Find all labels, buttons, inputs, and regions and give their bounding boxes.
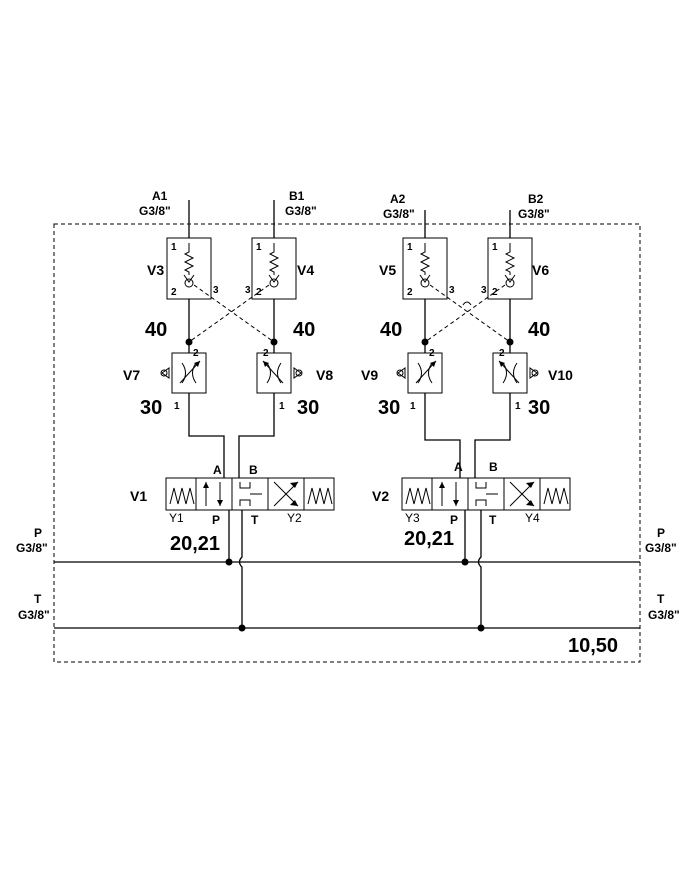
solenoid-y3: Y3 xyxy=(405,511,420,525)
valve-v5-label: V5 xyxy=(379,262,396,278)
port-t-right-thread: G3/8" xyxy=(648,608,680,622)
valve-v3-label: V3 xyxy=(147,262,164,278)
port-b2-label: B2 xyxy=(528,192,544,206)
svg-text:T: T xyxy=(251,513,259,527)
port-b1-label: B1 xyxy=(289,189,305,203)
valve-v10-label: V10 xyxy=(548,367,573,383)
port-t-left-label: T xyxy=(34,592,42,606)
port-a2-label: A2 xyxy=(390,192,406,206)
code-40-right-2: 40 xyxy=(528,319,550,341)
solenoid-y2: Y2 xyxy=(287,511,302,525)
valve-v1-label: V1 xyxy=(130,488,147,504)
svg-text:1: 1 xyxy=(279,401,285,412)
svg-text:A: A xyxy=(454,460,463,474)
flow-valve-v10 xyxy=(492,352,539,394)
flow-valve-v8 xyxy=(256,352,303,394)
valve-v9-label: V9 xyxy=(361,367,378,383)
valve-v2-label: V2 xyxy=(372,488,389,504)
code-30-right-1: 30 xyxy=(297,397,319,419)
valve-v8-label: V8 xyxy=(316,367,333,383)
port-a1-label: A1 xyxy=(152,189,168,203)
code-40-left-1: 40 xyxy=(145,319,167,341)
solenoid-y4: Y4 xyxy=(525,511,540,525)
svg-text:3: 3 xyxy=(481,285,487,296)
check-valve-v6 xyxy=(487,237,533,300)
port-p-left-label: P xyxy=(34,526,42,540)
port-b1-thread: G3/8" xyxy=(285,204,317,218)
code-40-right-1: 40 xyxy=(293,319,315,341)
code-2021-2: 20,21 xyxy=(404,528,454,550)
svg-text:3: 3 xyxy=(245,285,251,296)
port-p-left-thread: G3/8" xyxy=(16,541,48,555)
svg-text:B: B xyxy=(249,463,258,477)
manifold-code: 10,50 xyxy=(568,635,618,657)
code-2021-1: 20,21 xyxy=(170,533,220,555)
port-t-right-label: T xyxy=(657,592,665,606)
port-a1-thread: G3/8" xyxy=(139,204,171,218)
check-valve-v5 xyxy=(402,237,448,300)
port-b2-thread: G3/8" xyxy=(518,207,550,221)
valve-v7-label: V7 xyxy=(123,367,140,383)
svg-text:P: P xyxy=(212,513,220,527)
svg-text:1: 1 xyxy=(174,401,180,412)
directional-valve-v2 xyxy=(401,477,571,511)
svg-text:1: 1 xyxy=(515,401,521,412)
flow-valve-v7 xyxy=(160,352,207,394)
valve-v6-label: V6 xyxy=(532,262,549,278)
section-1: A1 G3/8" B1 G3/8" 3 3 V3 V4 40 40 2 2 V7… xyxy=(123,189,335,632)
port-t-left-thread: G3/8" xyxy=(18,608,50,622)
code-30-left-1: 30 xyxy=(140,397,162,419)
flow-valve-v9 xyxy=(396,352,443,394)
check-valve-v3 xyxy=(166,237,212,300)
port-p-right-thread: G3/8" xyxy=(645,541,677,555)
solenoid-y1: Y1 xyxy=(169,511,184,525)
manifold-boundary xyxy=(53,223,641,663)
svg-text:3: 3 xyxy=(213,285,219,296)
check-valve-v4 xyxy=(251,237,297,300)
section-2: A2 G3/8" B2 G3/8" 3 3 V5 V6 40 40 2 2 V9… xyxy=(361,192,573,632)
svg-text:3: 3 xyxy=(449,285,455,296)
port-a2-thread: G3/8" xyxy=(383,207,415,221)
code-40-left-2: 40 xyxy=(380,319,402,341)
code-30-left-2: 30 xyxy=(378,397,400,419)
svg-text:T: T xyxy=(489,513,497,527)
port-p-right-label: P xyxy=(657,526,665,540)
svg-text:B: B xyxy=(489,460,498,474)
valve-v4-label: V4 xyxy=(297,262,314,278)
svg-text:P: P xyxy=(450,513,458,527)
directional-valve-v1 xyxy=(165,477,335,511)
code-30-right-2: 30 xyxy=(528,397,550,419)
svg-text:1: 1 xyxy=(410,401,416,412)
svg-text:A: A xyxy=(213,463,222,477)
